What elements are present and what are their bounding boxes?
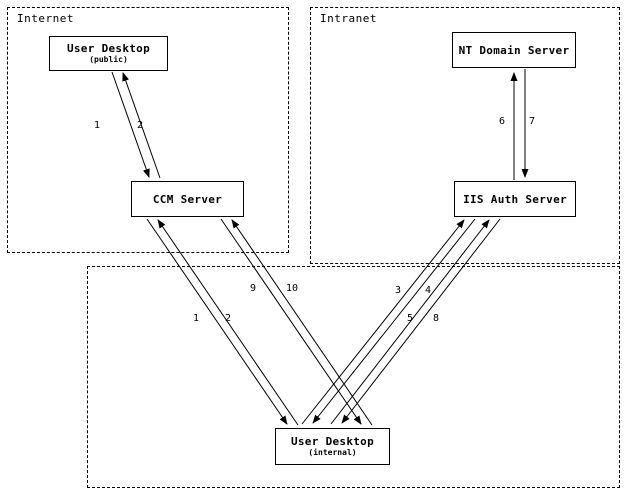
edge-public-desktop-to-ccm [111,71,161,179]
node-ccm-server-title: CCM Server [152,192,223,206]
edge-label-step-3: 3 [395,285,402,296]
zone-internet [7,7,289,253]
edge-iis-to-internal-desktop-5-8 [330,218,501,425]
node-nt-domain-server[interactable]: NT Domain Server [452,32,576,68]
edge-label-step-10: 10 [286,283,299,294]
edge-label-step-2-public: 2 [137,120,144,131]
node-user-desktop-internal-subtitle: (internal) [308,448,357,457]
edge-label-step-1-public: 1 [94,120,101,131]
zone-intranet-label: Intranet [320,12,377,25]
node-iis-auth-server-title: IIS Auth Server [463,192,567,206]
node-user-desktop-internal[interactable]: User Desktop (internal) [275,428,390,465]
zone-intranet-lower [87,266,620,488]
edge-label-step-6: 6 [499,116,506,127]
node-ccm-server[interactable]: CCM Server [131,181,244,217]
edge-label-step-9: 9 [250,283,257,294]
edge-label-step-8: 8 [433,313,440,324]
edge-label-step-1-internal: 1 [193,313,200,324]
node-user-desktop-public-title: User Desktop [66,42,151,55]
edge-ccm-to-internal-desktop [146,218,299,426]
edge-iis-to-internal-desktop-3-4 [301,218,476,425]
node-user-desktop-public[interactable]: User Desktop (public) [49,36,168,71]
edge-label-step-5: 5 [407,313,414,324]
node-nt-domain-server-title: NT Domain Server [458,43,570,57]
edge-label-step-4: 4 [425,285,432,296]
edge-iis-to-nt-domain [510,69,529,180]
zone-internet-label: Internet [17,12,74,25]
edge-ccm-to-internal-desktop-9-10 [220,218,373,426]
edge-label-step-7: 7 [529,116,536,127]
node-user-desktop-internal-title: User Desktop [290,435,375,448]
edge-label-step-2-internal: 2 [225,313,232,324]
node-user-desktop-public-subtitle: (public) [89,55,128,64]
node-iis-auth-server[interactable]: IIS Auth Server [454,181,576,217]
